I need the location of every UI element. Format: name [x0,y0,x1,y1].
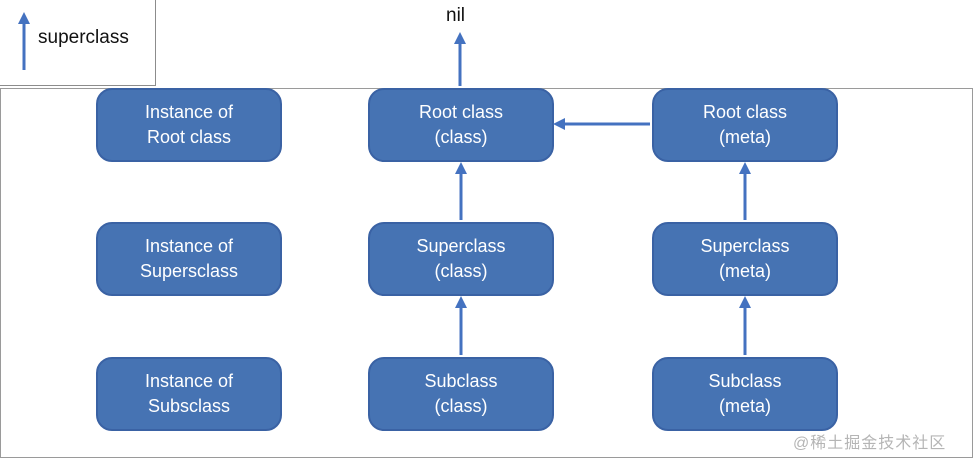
node-label: Instance of [144,371,234,391]
node-label: Root class [418,102,504,122]
node-label: (class) [434,261,488,281]
node-instance-supersclass: Instance of Supersclass [96,222,282,296]
node-label: Supersclass [139,261,239,281]
node-subclass-class: Subclass (class) [368,357,554,431]
node-label: Instance of [144,102,234,122]
node-label: Instance of [144,236,234,256]
node-label: Root class [702,102,788,122]
node-instance-subsclass: Instance of Subsclass [96,357,282,431]
node-superclass-meta: Superclass (meta) [652,222,838,296]
nil-label: nil [446,5,466,26]
node-label: (meta) [718,261,771,281]
node-label: Subsclass [147,396,231,416]
node-label: Superclass [700,236,790,256]
node-label: Superclass [416,236,506,256]
node-instance-root-class: Instance of Root class [96,88,282,162]
node-label: (class) [434,127,488,147]
node-subclass-meta: Subclass (meta) [652,357,838,431]
node-label: Root class [146,127,232,147]
node-label: (meta) [718,396,771,416]
node-label: Subclass [708,371,782,391]
node-superclass-class: Superclass (class) [368,222,554,296]
legend-box: superclass [0,0,156,86]
legend-label: superclass [38,27,129,48]
node-label: Subclass [424,371,498,391]
watermark: @稀土掘金技术社区 [793,435,947,452]
node-root-class: Root class (class) [368,88,554,162]
node-root-meta: Root class (meta) [652,88,838,162]
node-label: (meta) [718,127,771,147]
node-label: (class) [434,396,488,416]
